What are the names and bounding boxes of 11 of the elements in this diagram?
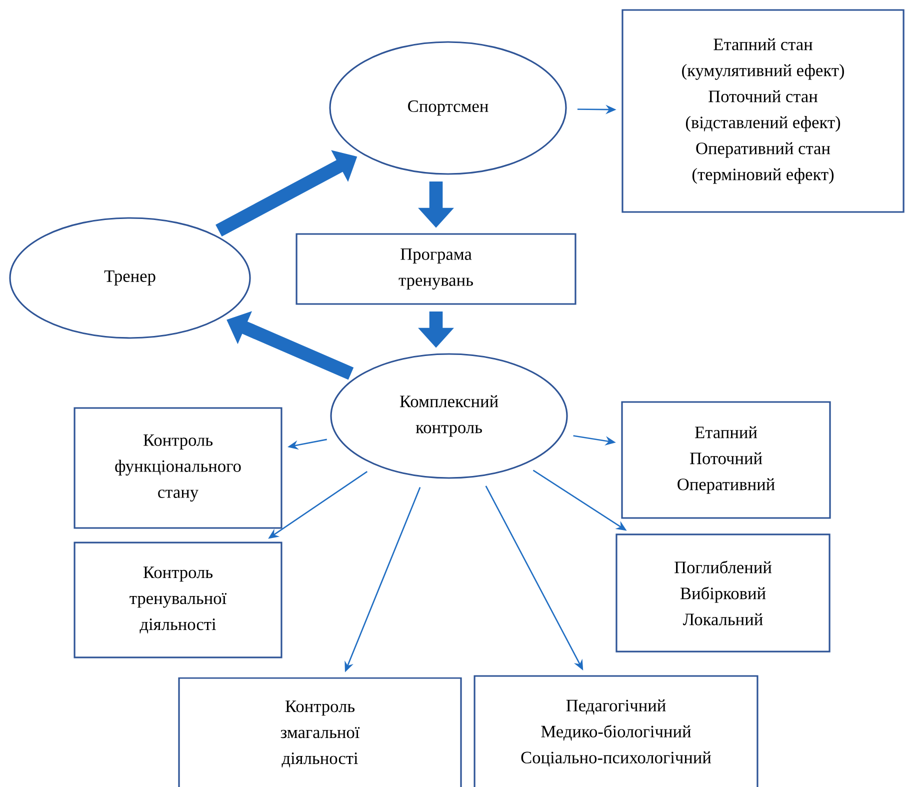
process-box: Етапний Поточний Оперативний — [621, 401, 831, 519]
process-box: Контроль функціонального стану — [74, 407, 282, 529]
process-box: Контроль тренувальної діяльності — [74, 542, 282, 658]
process-box: Етапний стан (кумулятивний ефект) Поточний стан (відставлений ефект) Оперативний стан (терміновий ефект) — [622, 9, 904, 213]
process-box: Педагогічний Медико-біологічний Соціально-психологічний — [474, 675, 758, 787]
oval-node: Спортсмен — [329, 41, 567, 175]
oval-node: Комплексний контроль — [330, 353, 568, 479]
process-box: Поглиблений Вибірковий Локальний — [616, 534, 830, 652]
oval-node: Тренер — [9, 217, 251, 339]
process-box: Контроль змагальної діяльності — [178, 677, 462, 787]
process-box: Програма тренувань — [296, 233, 576, 305]
